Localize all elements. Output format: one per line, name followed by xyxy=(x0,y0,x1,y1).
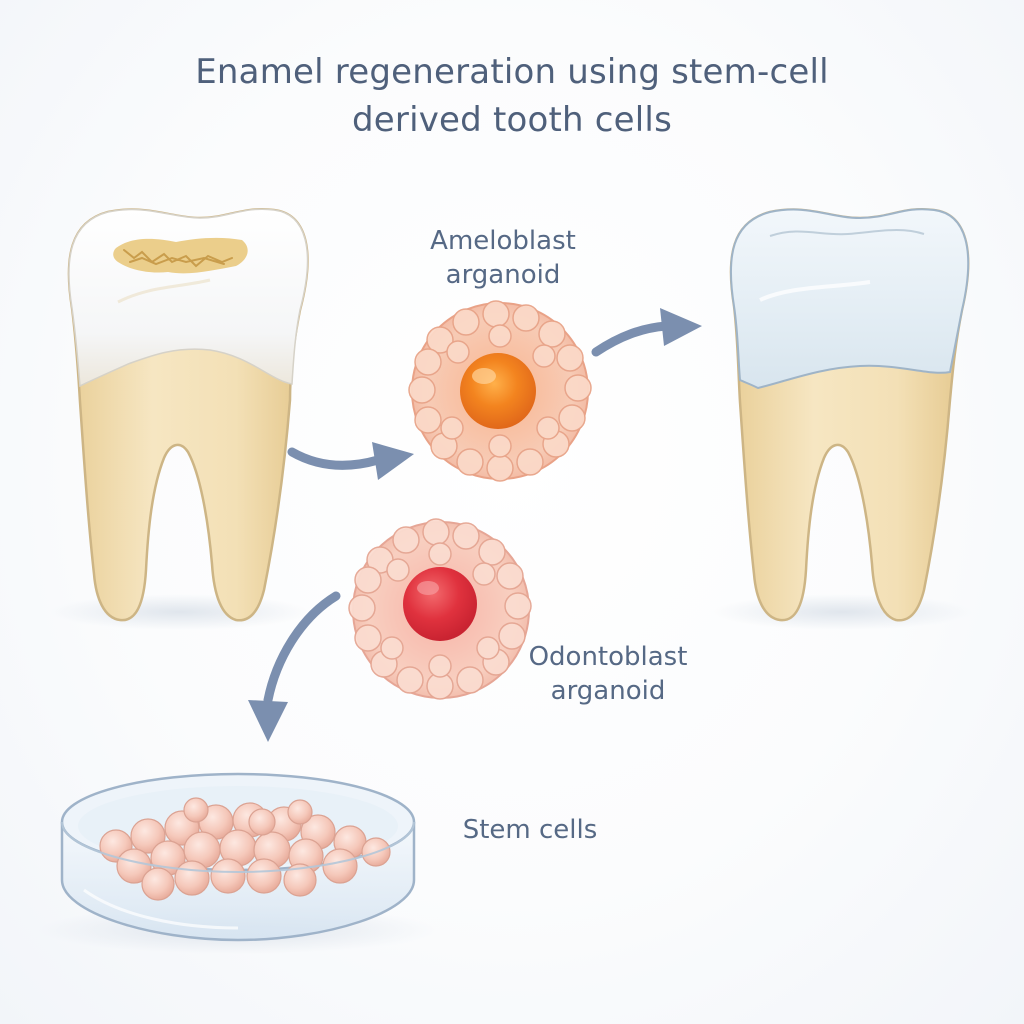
stem-cells-label: Stem cells xyxy=(462,815,598,845)
odontoblast-label-line-1: Odontoblast xyxy=(528,642,688,672)
arrow-icon xyxy=(591,321,671,357)
arrow-head-icon xyxy=(248,700,288,742)
odontoblast-label-line-2: arganoid xyxy=(550,676,666,706)
petri-dish-icon xyxy=(60,772,416,942)
ameloblast-label: Ameloblast arganoid xyxy=(388,224,618,292)
damaged-tooth-icon xyxy=(67,207,309,622)
title-line-1: Enamel regeneration using stem-cell xyxy=(195,52,829,92)
diagram-title: Enamel regeneration using stem-cell deri… xyxy=(112,48,912,144)
odontoblast-organoid-icon xyxy=(348,518,532,700)
ameloblast-organoid-icon xyxy=(408,300,592,482)
arrow-icon xyxy=(263,591,341,705)
regenerated-tooth-icon xyxy=(729,207,970,622)
stem-cell-cluster xyxy=(99,797,391,901)
arrow-head-icon xyxy=(660,308,702,346)
title-line-2: derived tooth cells xyxy=(352,100,672,140)
ameloblast-label-line-2: arganoid xyxy=(445,260,561,290)
ameloblast-label-line-1: Ameloblast xyxy=(430,226,576,256)
arrow-icon xyxy=(287,447,383,470)
arrow-head-icon xyxy=(372,442,414,480)
odontoblast-label: Odontoblast arganoid xyxy=(498,640,718,708)
